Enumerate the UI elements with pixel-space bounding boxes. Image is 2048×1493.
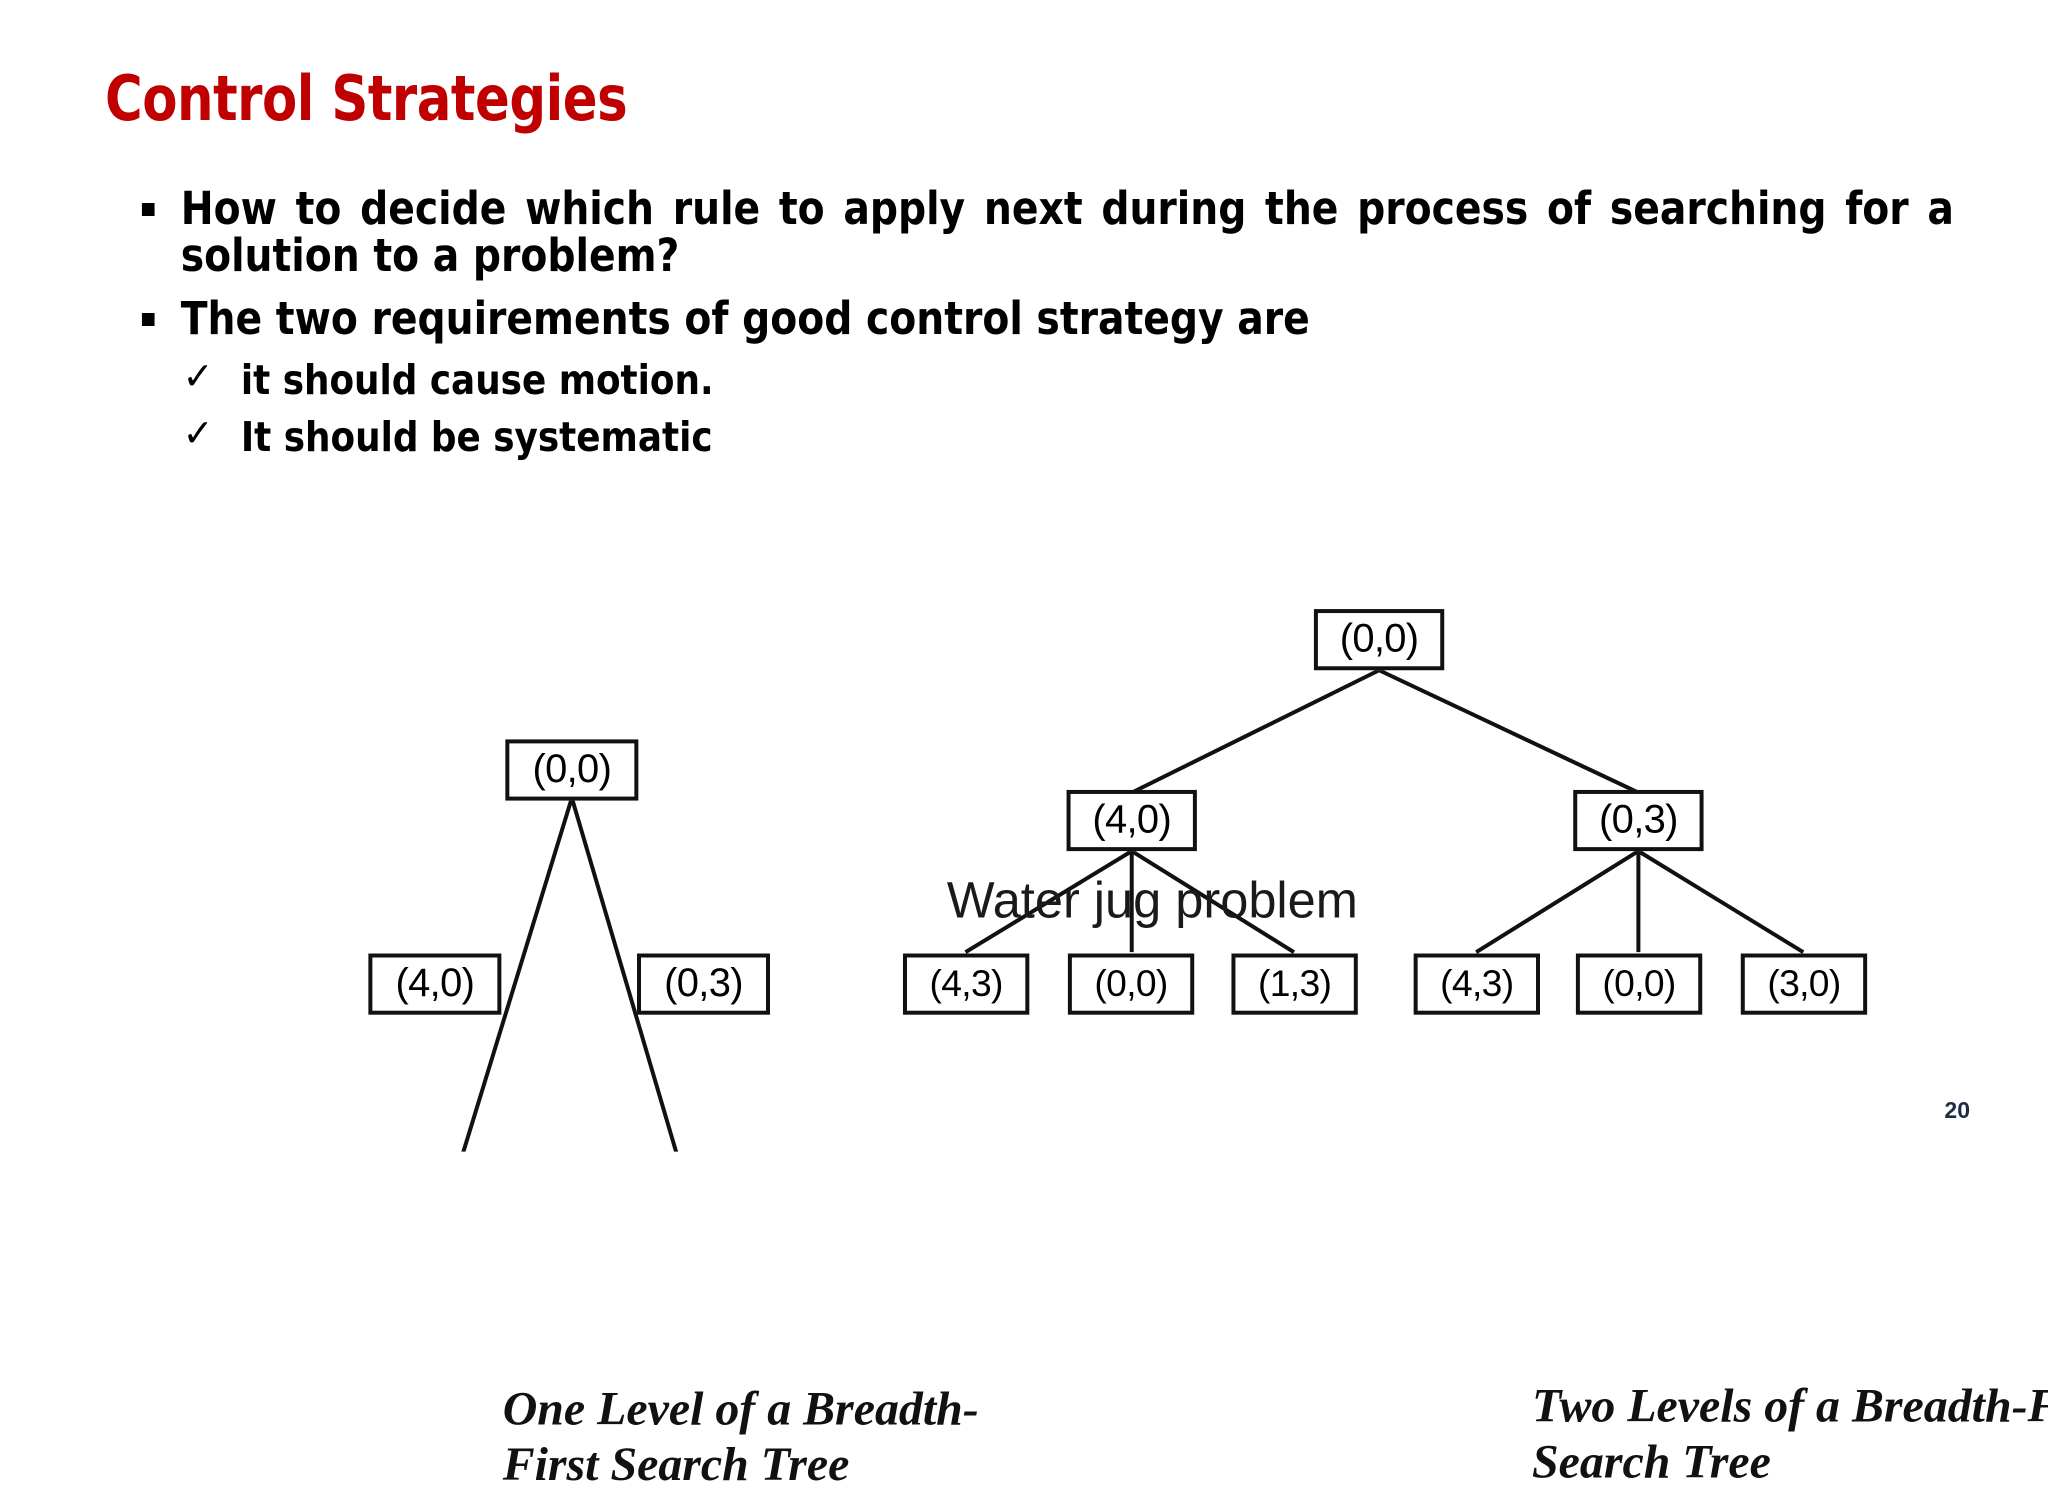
node-right-level2-right-3: (3,0) bbox=[1740, 953, 1868, 1015]
edge-40-to-13 bbox=[1130, 849, 1296, 954]
page-title: Control Strategies bbox=[105, 62, 628, 135]
bullet-item-3: ✓ it should cause motion. bbox=[140, 354, 1954, 405]
bullet-item-4: ✓ It should be systematic bbox=[140, 411, 1954, 462]
tree-edges bbox=[461, 668, 1805, 1152]
node-right-level1-1: (4,0) bbox=[1066, 789, 1197, 852]
edge-left-root-to-40 bbox=[461, 797, 574, 1152]
bullet-list: How to decide which rule to apply next d… bbox=[140, 185, 2010, 473]
bullet-item-2-label: The two requirements of good control str… bbox=[180, 291, 1310, 345]
edge-left-root-to-03 bbox=[569, 797, 679, 1152]
bullet-item-2: The two requirements of good control str… bbox=[140, 295, 1954, 343]
bullet-item-4-label: It should be systematic bbox=[240, 413, 713, 462]
square-bullet-icon bbox=[141, 312, 155, 326]
water-jug-figure: Water jug problem (0,0) (4,0) (0,3) (0,0… bbox=[368, 609, 2048, 1491]
figure-caption-right: Two Levels of a Breadth-First Search Tre… bbox=[1532, 1379, 2048, 1489]
node-left-child-2: (0,3) bbox=[637, 953, 770, 1015]
figure-title: Water jug problem bbox=[946, 873, 1358, 930]
node-right-level2-left-2: (0,0) bbox=[1067, 953, 1195, 1015]
node-right-root: (0,0) bbox=[1313, 609, 1445, 671]
node-right-level1-2: (0,3) bbox=[1573, 789, 1704, 852]
node-right-level2-right-2: (0,0) bbox=[1575, 953, 1703, 1015]
edge-right-root-to-40 bbox=[1130, 668, 1380, 795]
bullet-item-1: How to decide which rule to apply next d… bbox=[140, 185, 1954, 280]
check-mark-icon: ✓ bbox=[182, 354, 214, 399]
node-left-child-1: (4,0) bbox=[368, 953, 502, 1015]
edge-right-root-to-03 bbox=[1378, 668, 1640, 795]
bullet-item-1-label: How to decide which rule to apply next d… bbox=[180, 182, 1954, 282]
node-right-level2-left-1: (4,3) bbox=[902, 953, 1030, 1015]
check-mark-icon: ✓ bbox=[182, 411, 214, 456]
edge-40-to-43 bbox=[964, 849, 1133, 954]
node-right-level2-right-1: (4,3) bbox=[1413, 953, 1540, 1015]
edge-03-to-43 bbox=[1475, 849, 1640, 954]
node-left-root: (0,0) bbox=[505, 739, 639, 801]
bullet-item-3-label: it should cause motion. bbox=[240, 356, 714, 405]
edge-03-to-30 bbox=[1637, 849, 1805, 954]
node-right-level2-left-3: (1,3) bbox=[1231, 953, 1358, 1015]
square-bullet-icon bbox=[141, 203, 155, 216]
page-number: 20 bbox=[1944, 1097, 1970, 1123]
figure-caption-left: One Level of a Breadth-First Search Tree bbox=[502, 1381, 979, 1492]
